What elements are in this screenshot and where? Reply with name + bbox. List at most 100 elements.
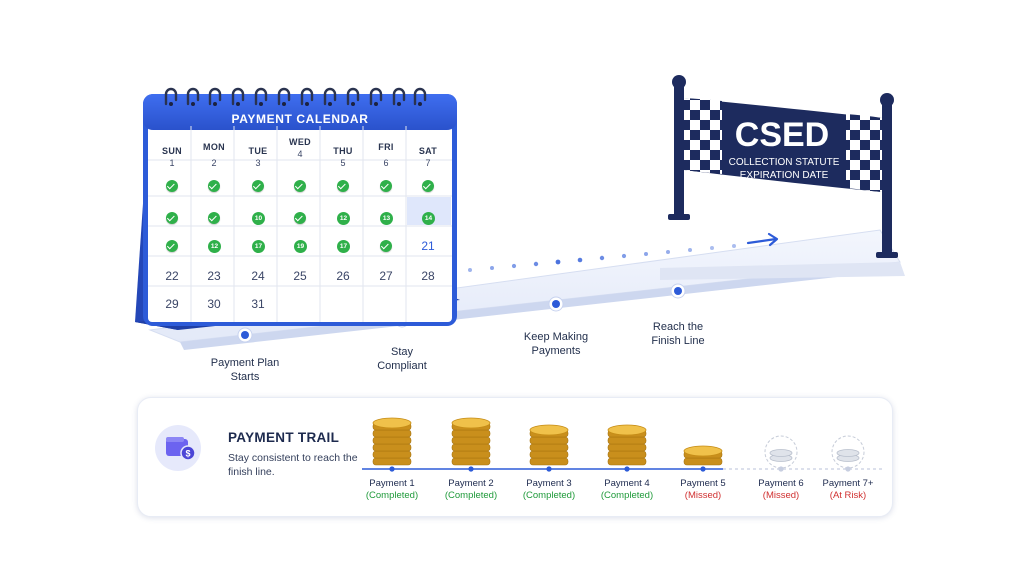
payment-status: (Missed) [762,490,800,501]
finish-banner: CSED COLLECTION STATUTE EXPIRATION DATE [660,75,905,280]
coin-stack [529,424,569,466]
checked-date-badge: 14 [422,212,435,225]
milestone-dots [237,283,686,343]
calendar-date: 28 [421,269,435,283]
coin-stack [607,424,647,466]
calendar-day-tue: TUE [248,146,268,156]
trail-dot [778,466,784,472]
payment-label: Payment 2(Completed) [431,478,511,502]
checkmark-icon [208,212,220,224]
payment-name: Payment 4 [604,478,650,489]
payment-status: (Completed) [522,490,576,501]
coin-trail [362,417,883,472]
calendar-date-highlighted: 21 [421,239,435,253]
calendar-day-sat: SAT [418,146,438,156]
calendar-date: 26 [336,269,350,283]
ghost-coin-stack [764,435,798,469]
trail-dot [389,466,395,472]
checkmark-icon [380,180,392,192]
payment-name: Payment 1 [369,478,415,489]
svg-text:$: $ [185,449,190,459]
payment-label: Payment 6(Missed) [741,478,821,502]
payment-status: (At Risk) [829,490,867,501]
calendar-day-sun: SUN [162,146,182,156]
checked-date-badge: 17 [337,240,350,253]
payment-name: Payment 5 [680,478,726,489]
payment-status: (Completed) [444,490,498,501]
payment-label: Payment 3(Completed) [509,478,589,502]
calendar-day-mon: MON [203,142,225,152]
dotted-path [468,244,736,272]
payment-label: Payment 7+(At Risk) [808,478,888,502]
payment-status: (Missed) [684,490,722,501]
calendar-date: 22 [165,269,179,283]
payment-name: Payment 2 [448,478,494,489]
checkmark-icon [252,180,264,192]
checkmark-icon [294,180,306,192]
payment-trail-title: PAYMENT TRAIL [228,430,340,445]
calendar-title: PAYMENT CALENDAR [232,112,369,126]
calendar-date: 23 [207,269,221,283]
calendar-date: 5 [340,158,346,168]
payment-label: Payment 4(Completed) [587,478,667,502]
calendar-day-fri: FRI [378,142,394,152]
calendar-date: 29 [165,297,179,311]
checkmark-icon [380,240,392,252]
payment-name: Payment 3 [526,478,572,489]
banner-subtitle-2: EXPIRATION DATE [740,170,829,181]
checkmark-icon [294,212,306,224]
trail-dot [700,466,706,472]
arrow-right-icon [746,232,779,247]
ghost-coin-stack [831,435,865,469]
calendar-date: 30 [207,297,221,311]
trail-dot [845,466,851,472]
trail-dot [624,466,630,472]
payment-trail-card: $ PAYMENT TRAIL Stay consistent to reach… [137,397,893,517]
checked-date-badge: 12 [208,240,221,253]
checked-date-badge: 13 [380,212,393,225]
payment-label: Payment 1(Completed) [352,478,432,502]
coin-stack [372,417,412,466]
checkmark-icon [166,240,178,252]
checked-date-badge: 12 [337,212,350,225]
milestone-label-4: Reach the Finish Line [651,321,705,347]
checked-date-badge: 17 [252,240,265,253]
calendar-date: 31 [251,297,265,311]
checkmark-icon [166,212,178,224]
calendar-date: 25 [293,269,307,283]
payment-name: Payment 7+ [822,478,874,489]
calendar-date: 7 [425,158,431,168]
calendar-date: 27 [379,269,393,283]
payment-name: Payment 6 [758,478,804,489]
calendar-date: 4 [297,149,303,159]
milestone-label-1: Payment Plan Starts [210,357,280,383]
calendar-date: 6 [383,158,389,168]
calendar-day-wed: WED [289,137,311,147]
calendar-day-thu: THU [333,146,353,156]
calendar-date: 24 [251,269,265,283]
checkmark-icon [422,180,434,192]
calendar-date: 1 [169,158,175,168]
checked-date-badge: 10 [252,212,265,225]
coin-stack [451,417,491,466]
trail-dot [546,466,552,472]
calendar-illustration: PAYMENT CALENDAR [135,87,460,330]
payment-label: Payment 5(Missed) [663,478,743,502]
wallet-icon: $ [155,425,201,471]
banner-title: CSED [735,116,829,154]
checked-date-badge: 19 [294,240,307,253]
milestone-label-2: Stay Compliant [377,346,427,372]
calendar-date: 3 [255,158,261,168]
payment-trail-subtitle: Stay consistent to reach the finish line… [228,452,358,478]
calendar-date: 2 [211,158,217,168]
payment-status: (Completed) [365,490,419,501]
milestone-label-3: Keep Making Payments [523,331,589,357]
checkmark-icon [208,180,220,192]
coin-stack [683,445,723,466]
checkmark-icon [337,180,349,192]
trail-dot [468,466,474,472]
banner-subtitle-1: COLLECTION STATUTE [729,157,840,168]
payment-status: (Completed) [600,490,654,501]
